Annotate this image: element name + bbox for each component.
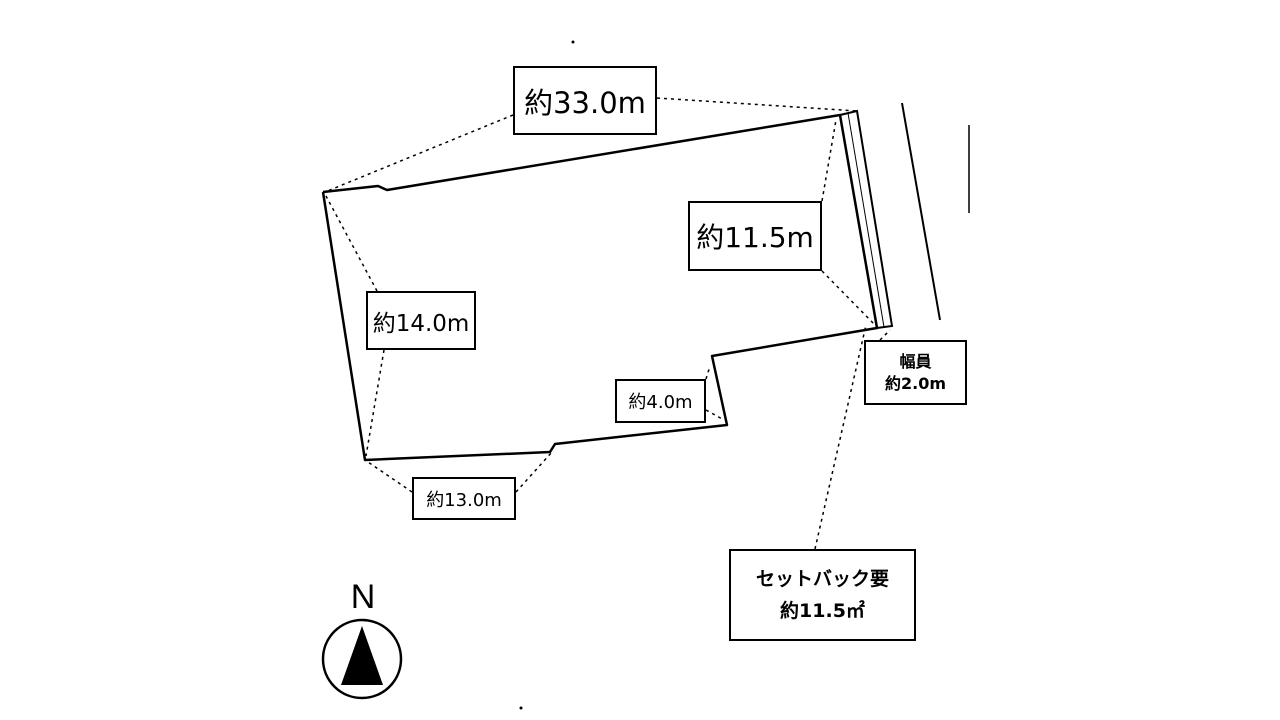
leader-setback [814,324,867,550]
label-notch-side: 約4.0m [615,379,706,423]
road-width-value: 約2.0m [884,373,947,393]
label-left-side-text: 約14.0m [372,310,470,337]
label-right-side-text: 約11.5m [696,221,814,254]
label-setback: セットバック要 約11.5㎡ [729,549,916,641]
lot-boundary [321,113,879,462]
leader-right-down [821,270,877,327]
leader-bottom-left [367,461,413,493]
setback-strip-inner-line [847,112,885,328]
setback-strip [838,109,894,330]
leader-top-right [656,97,858,112]
label-notch-side-text: 約4.0m [628,392,693,413]
north-arrow-icon [321,618,403,700]
label-right-side: 約11.5m [688,201,822,271]
label-bottom-side-text: 約13.0m [426,489,502,511]
leader-notch-down [705,409,725,421]
leader-left-up [325,195,378,292]
leader-top-left [324,114,514,193]
road-width-title: 幅員 [899,351,932,371]
north-letter: N [350,578,376,616]
leader-notch-up [705,365,711,380]
setback-title: セットバック要 [755,567,889,590]
leader-road-width [879,329,891,341]
label-left-side: 約14.0m [366,291,476,350]
label-top-frontage: 約33.0m [513,66,657,135]
road-edge-line [901,102,941,321]
leader-left-down [365,349,385,457]
speck [571,40,575,44]
leader-lines [324,97,891,550]
leader-bottom-right [515,451,553,493]
leader-right-up [821,119,837,202]
speck [519,706,523,710]
label-top-frontage-text: 約33.0m [524,85,646,120]
label-road-width: 幅員 約2.0m [864,340,967,405]
label-bottom-side: 約13.0m [412,477,516,520]
setback-value: 約11.5㎡ [780,600,865,622]
